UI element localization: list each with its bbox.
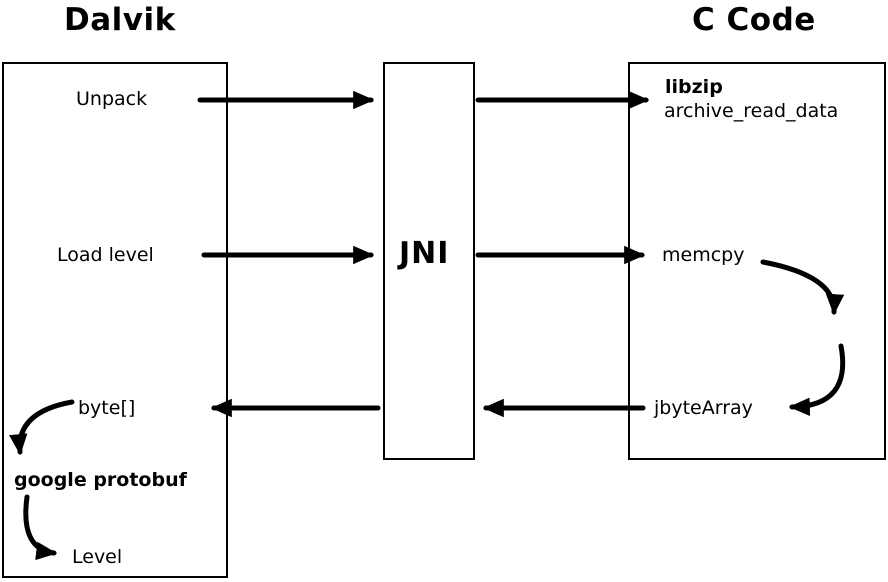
dalvik-box [2, 62, 228, 578]
jni-box [383, 62, 475, 460]
jni-label: JNI [399, 236, 450, 271]
level-label: Level [72, 546, 123, 568]
archive-read-data-label: archive_read_data [664, 100, 839, 122]
c-code-title: C Code [692, 2, 816, 38]
jbytearray-label: jbyteArray [654, 397, 753, 419]
byte-array-label: byte[] [78, 397, 136, 419]
google-protobuf-label: google protobuf [14, 469, 187, 491]
unpack-label: Unpack [76, 88, 148, 110]
libzip-label: libzip [665, 76, 723, 98]
dalvik-title: Dalvik [64, 2, 176, 38]
load-level-label: Load level [57, 244, 154, 266]
memcpy-label: memcpy [662, 244, 745, 266]
